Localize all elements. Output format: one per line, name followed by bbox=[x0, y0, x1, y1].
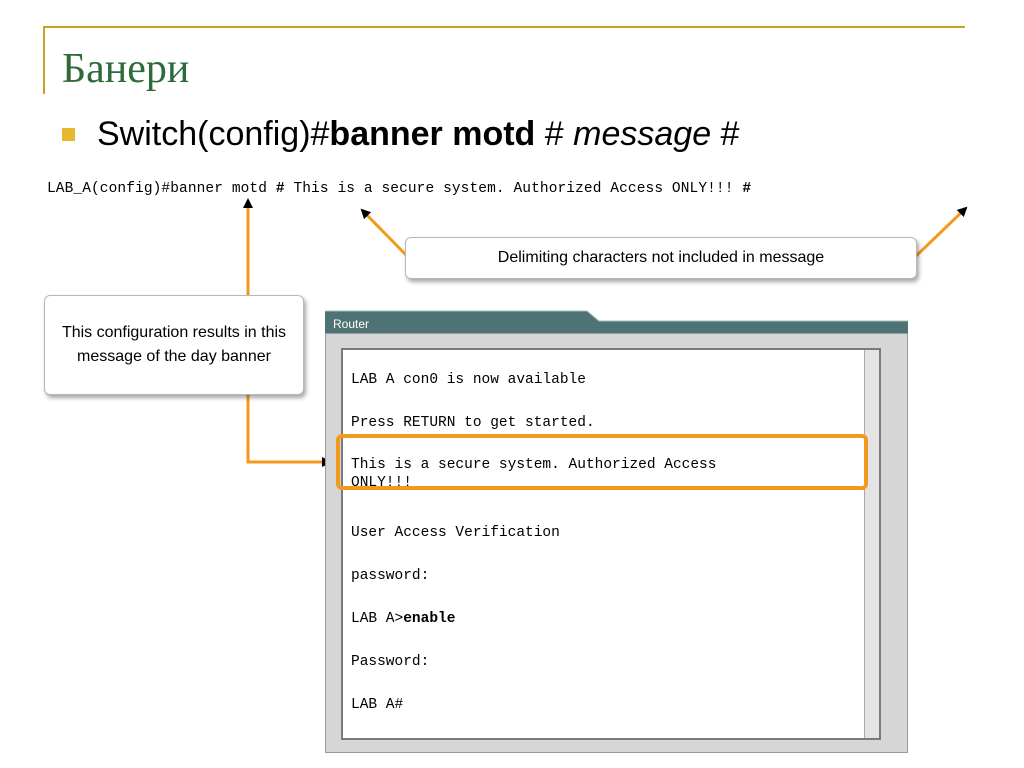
command-line: LAB_A(config)#banner motd # This is a se… bbox=[47, 181, 751, 197]
banner-highlight bbox=[336, 434, 868, 490]
console-line-banner: This is a secure system. Authorized Acce… bbox=[351, 457, 717, 473]
console-line: User Access Verification bbox=[351, 525, 560, 541]
delimiter-start: # bbox=[275, 181, 285, 197]
arrow-delimiter-end bbox=[913, 206, 968, 259]
router-window: Router LAB A con0 is now available Press… bbox=[325, 308, 908, 753]
console-screen: LAB A con0 is now available Press RETURN… bbox=[341, 348, 881, 740]
arrow-to-banner bbox=[246, 395, 332, 467]
delimiter-end: # bbox=[742, 181, 752, 197]
console-prompt: LAB A> bbox=[351, 611, 404, 627]
bullet-prefix: Switch(config)# bbox=[97, 114, 330, 153]
bullet-sep1: # bbox=[535, 114, 574, 153]
arrow-delimiter-start bbox=[360, 208, 410, 259]
bullet-item: Switch(config)#banner motd # message # bbox=[62, 112, 739, 156]
callout-delimiters: Delimiting characters not included in me… bbox=[405, 237, 917, 279]
accent-line-top bbox=[43, 26, 965, 28]
slide-title: Банери bbox=[62, 46, 190, 92]
console-scrollbar[interactable] bbox=[864, 350, 879, 738]
bullet-arg: message bbox=[573, 114, 712, 153]
console-line: password: bbox=[351, 568, 430, 584]
bullet-square-icon bbox=[62, 127, 75, 141]
router-title: Router bbox=[333, 317, 370, 331]
console-line: LAB A con0 is now available bbox=[351, 372, 586, 388]
accent-line-left bbox=[43, 26, 45, 94]
bullet-command: banner motd bbox=[329, 114, 536, 153]
router-body: LAB A con0 is now available Press RETURN… bbox=[325, 333, 908, 753]
callout-config-result: This configuration results in this messa… bbox=[44, 295, 304, 395]
command-message: This is a secure system. Authorized Acce… bbox=[284, 181, 743, 197]
console-line: Press RETURN to get started. bbox=[351, 415, 595, 431]
bullet-sep2: # bbox=[711, 114, 740, 153]
console-enable: enable bbox=[403, 611, 456, 627]
router-tab-shape bbox=[325, 310, 908, 334]
console-line: LAB A>enable bbox=[351, 611, 455, 627]
console-line: LAB A# bbox=[351, 697, 404, 713]
console-line: Password: bbox=[351, 654, 430, 670]
bullet-text: Switch(config)#banner motd # message # bbox=[97, 115, 739, 154]
command-prompt: LAB_A(config)#banner motd bbox=[47, 181, 276, 197]
